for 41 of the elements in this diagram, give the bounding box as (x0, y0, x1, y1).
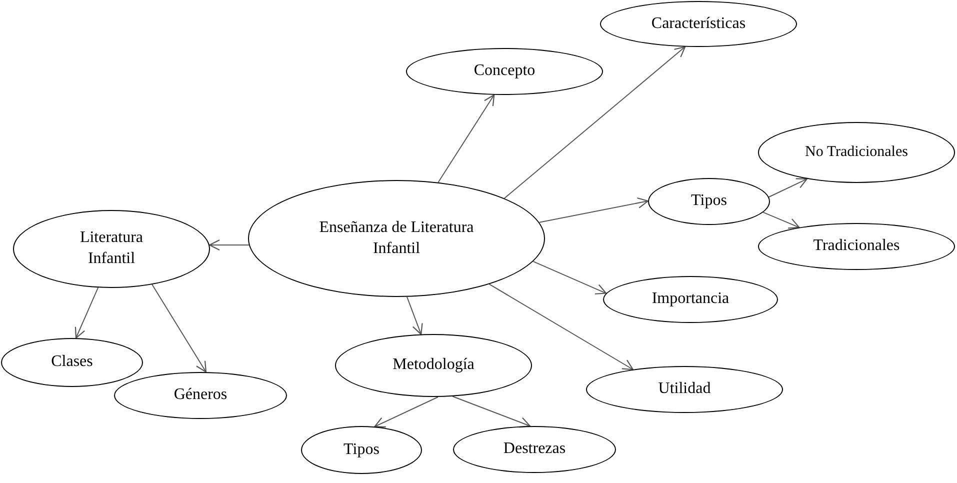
arrow (488, 284, 634, 370)
topic-label: Literatura Infantil (78, 228, 144, 269)
arrow (406, 296, 423, 335)
central-topic-ellipse (248, 180, 545, 297)
topic-ellipse (114, 372, 287, 419)
topic-ellipse (301, 426, 422, 474)
topic-ellipse (335, 334, 532, 397)
topic-ellipse (406, 48, 603, 95)
arrow (762, 212, 800, 229)
arrow (374, 396, 438, 428)
topic-label: Tradicionales (813, 236, 900, 256)
topic-label: Tipos (344, 440, 380, 460)
arrow (152, 284, 207, 373)
topic-ellipse (453, 426, 616, 473)
topic-label: Importancia (652, 289, 730, 310)
topic-label: Características (651, 14, 746, 34)
topic-ellipse (758, 223, 955, 270)
topic-label: Destrezas (503, 439, 566, 460)
topic-label: No Tradicionales (805, 142, 908, 162)
arrow (438, 94, 495, 183)
topic-ellipse (648, 178, 770, 225)
arrow (74, 287, 99, 339)
topic-ellipse (13, 210, 210, 288)
arrow (208, 239, 250, 251)
topic-ellipse (586, 366, 783, 413)
topic-label: Utilidad (658, 379, 711, 400)
arrow (768, 178, 808, 198)
arrow (452, 396, 531, 428)
arrow (532, 260, 607, 294)
topic-ellipse (1, 338, 143, 387)
topic-label: Géneros (174, 385, 228, 406)
arrow (504, 46, 686, 199)
topic-label: Enseñanza de Literatura Infantil (318, 218, 475, 258)
topic-label: Metodología (392, 355, 474, 376)
topic-label: Tipos (691, 191, 727, 212)
arrow (538, 197, 649, 223)
topic-ellipse (758, 122, 955, 183)
topic-label: Clases (51, 352, 93, 372)
topic-ellipse (603, 276, 778, 323)
topic-ellipse (600, 1, 797, 47)
topic-label: Concepto (474, 61, 536, 82)
